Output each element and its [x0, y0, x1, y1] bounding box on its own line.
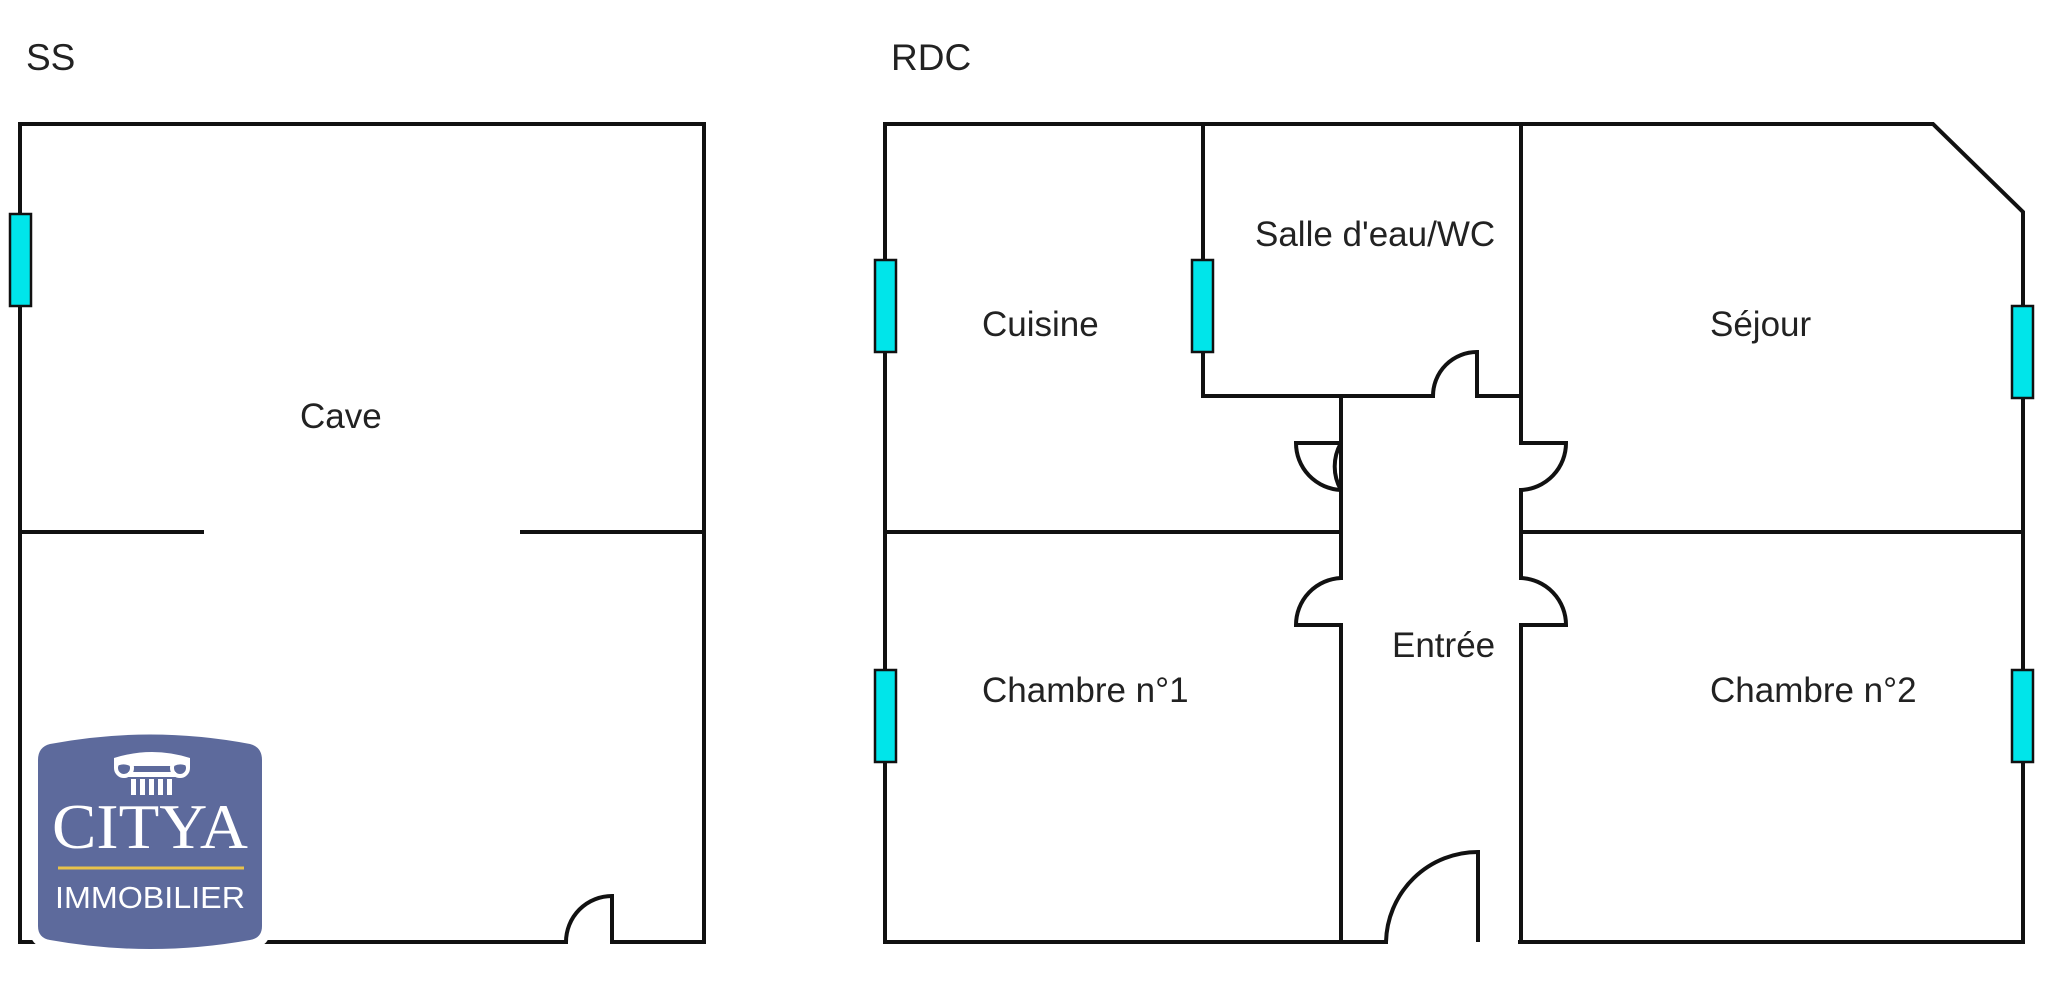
window-salle-eau — [1190, 258, 1215, 354]
room-label-chambre2: Chambre n°2 — [1710, 671, 1917, 710]
sejour-door-leaf — [1520, 441, 1569, 492]
floor-label-rdc: RDC — [891, 37, 971, 78]
bathroom-door — [1431, 349, 1479, 397]
rdc-walls — [883, 122, 2025, 944]
chambre1-door-leaf — [1293, 576, 1342, 627]
rdc-windows — [873, 258, 2035, 764]
room-label-chambre1: Chambre n°1 — [982, 671, 1189, 710]
floor-label-ss: SS — [26, 37, 75, 78]
room-label-entree: Entrée — [1392, 626, 1495, 665]
cave-door — [564, 893, 614, 943]
window-chambre1 — [873, 668, 898, 764]
column-capital-icon — [114, 752, 190, 795]
kitchen-door-leaf — [1293, 441, 1342, 492]
entrance-door — [1384, 849, 1480, 943]
room-label-cave: Cave — [300, 397, 382, 436]
room-label-sejour: Séjour — [1710, 305, 1812, 344]
logo-subtitle: IMMOBILIER — [55, 880, 245, 915]
room-label-cuisine: Cuisine — [982, 305, 1099, 344]
logo-title: CITYA — [52, 791, 248, 862]
window-cuisine — [873, 258, 898, 354]
window-sejour — [2010, 304, 2035, 400]
window-chambre2 — [2010, 668, 2035, 764]
chambre2-door-leaf — [1520, 576, 1569, 627]
citya-logo: CITYA IMMOBILIER — [30, 726, 270, 957]
room-label-salle-eau: Salle d'eau/WC — [1255, 215, 1495, 254]
kitchen-door — [1332, 435, 1343, 498]
rdc-doors — [1293, 349, 1569, 943]
ss-window — [8, 212, 33, 308]
